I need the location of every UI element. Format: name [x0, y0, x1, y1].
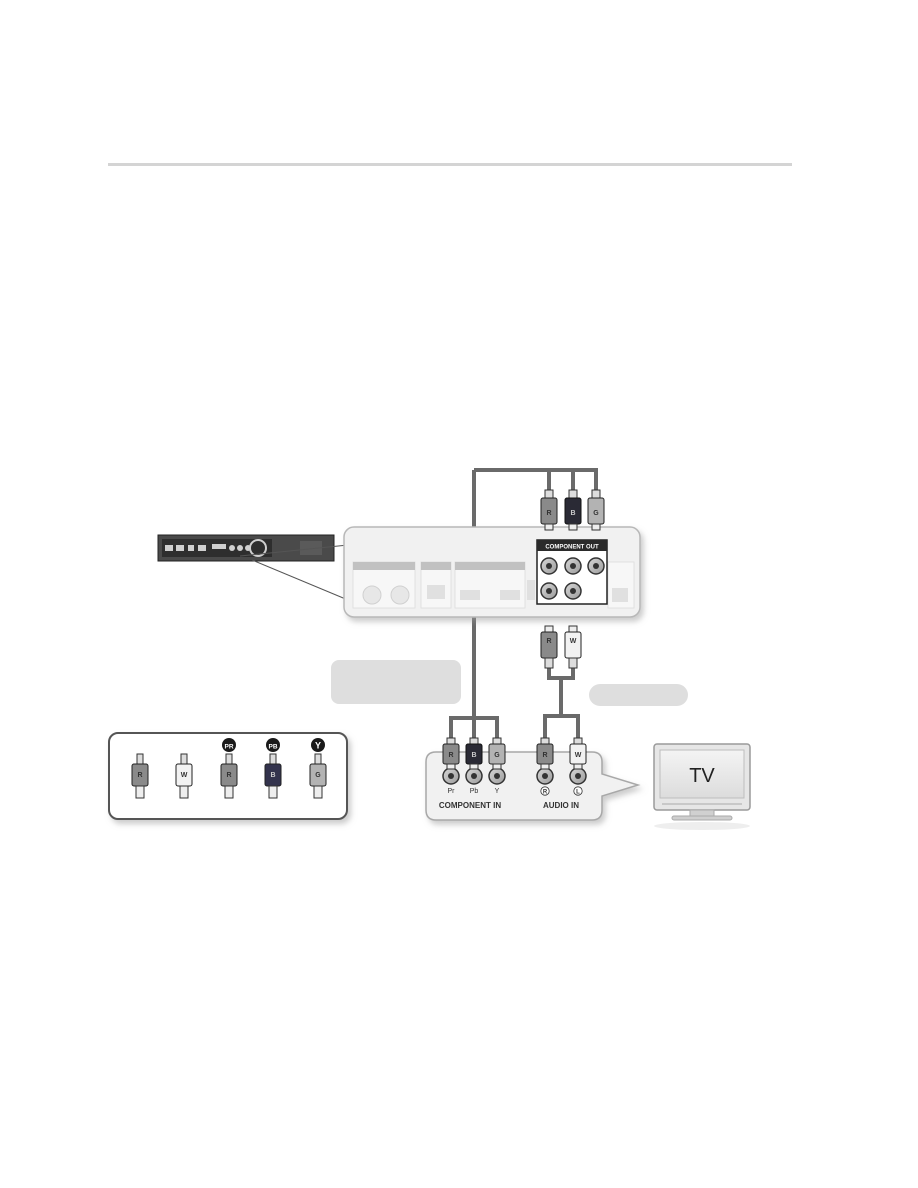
tv-panel-plugs: R B G R W [442, 737, 587, 770]
legend-badge-label-4: PB [268, 744, 277, 751]
plug-white-audio-tv: W [569, 737, 587, 770]
plug-blue-tv: B [465, 737, 483, 770]
legend-plug-1: R [131, 753, 149, 799]
plug-red-tv: R [442, 737, 460, 770]
legend-plug-letter-1: R [137, 772, 142, 779]
plug-green-top: G [587, 489, 605, 531]
svg-text:G: G [494, 752, 500, 759]
svg-text:R: R [448, 752, 453, 759]
svg-text:B: B [471, 752, 476, 759]
component-out-title: COMPONENT OUT [545, 545, 599, 551]
jack-label-r: R [543, 790, 548, 796]
callout-box-audio [589, 684, 688, 706]
legend-plug-letter-2: W [181, 772, 188, 779]
rear-panel: COMPONENT OUT [343, 526, 641, 618]
plug-white-audio: W [564, 625, 582, 669]
svg-text:R: R [546, 510, 551, 517]
svg-text:G: G [593, 510, 599, 517]
tv-audio-jacks [536, 767, 587, 785]
legend-plug-letter-5: G [315, 772, 321, 779]
audio-out-plugs: R W [540, 625, 582, 669]
tv-label: TV [689, 765, 715, 787]
component-in-title: COMPONENT IN [439, 801, 501, 810]
legend-plug-letter-4: B [270, 772, 275, 779]
callout-box-video [331, 660, 461, 704]
legend-badge-label-5: Y [315, 741, 321, 751]
jack-label-l: L [576, 790, 580, 796]
legend-plug-5: YG [309, 738, 327, 799]
svg-text:W: W [570, 638, 577, 645]
legend-plug-3: PR R [220, 738, 238, 799]
plug-red-top: R [540, 489, 558, 531]
audio-cable [547, 668, 575, 680]
tv-set: TV [653, 743, 751, 830]
plug-red-audio-tv: R [536, 737, 554, 770]
plug-blue-top: B [564, 489, 582, 531]
svg-text:W: W [575, 752, 582, 759]
jack-label-y: Y [495, 788, 500, 795]
jack-label-pb: Pb [470, 788, 479, 795]
tv-component-jacks [442, 767, 506, 785]
section-divider [108, 163, 792, 166]
legend-badge-5 [311, 738, 325, 752]
legend-badge-4 [266, 738, 280, 752]
fan-icon [249, 539, 267, 557]
player-unit [157, 534, 349, 601]
legend-plug-4: PB B [264, 738, 282, 799]
legend-plug-letter-3: R [226, 772, 231, 779]
audio-in-title: AUDIO IN [543, 801, 579, 810]
tv-input-panel: Pr Pb Y COMPONENT IN R L AUDIO IN [425, 751, 641, 821]
legend-badge-3 [222, 738, 236, 752]
svg-text:B: B [570, 510, 575, 517]
plug-red-audio: R [540, 625, 558, 669]
component-out-jacks [540, 557, 605, 600]
legend-badge-label-3: PR [224, 744, 233, 751]
plug-green-tv: G [488, 737, 506, 770]
legend-plug-2: W [175, 753, 193, 799]
svg-text:R: R [542, 752, 547, 759]
jack-label-pr: Pr [448, 788, 456, 795]
component-out-plugs: R B G [540, 489, 605, 531]
svg-text:R: R [546, 638, 551, 645]
